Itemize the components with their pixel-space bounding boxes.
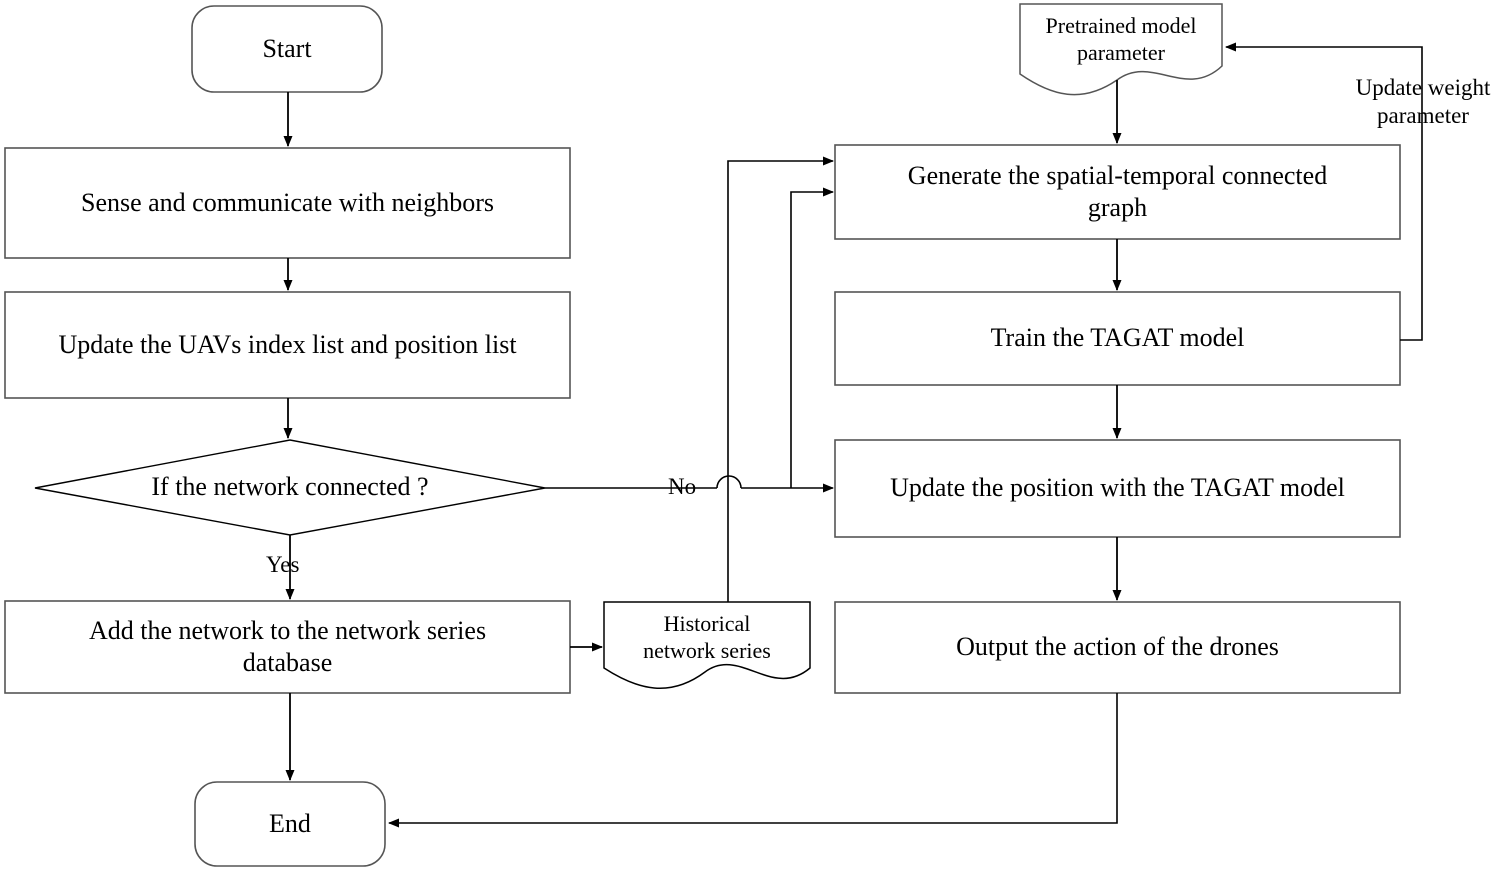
node-pretrained-shape[interactable]	[1019, 3, 1223, 96]
node-start-shape[interactable]	[191, 5, 383, 93]
edge-no-branch-to-generate	[790, 187, 834, 488]
node-add-network-shape[interactable]	[4, 600, 571, 694]
edge-line-hop-arc	[716, 475, 742, 489]
node-historical-shape[interactable]	[603, 601, 811, 690]
edge-train-to-pretrained	[1225, 42, 1423, 341]
edge-label-update-weight-line1: Update weight	[1355, 75, 1491, 100]
edge-label-update-weight-line2: parameter	[1377, 103, 1469, 129]
edge-historical-to-generate	[727, 156, 834, 602]
node-output-shape[interactable]	[834, 601, 1401, 694]
edge-label-no: No	[668, 474, 697, 499]
edge-label-yes: Yes	[266, 552, 300, 577]
node-decision-shape[interactable]	[34, 439, 546, 536]
node-end-shape[interactable]	[194, 781, 386, 867]
node-update-pos-shape[interactable]	[834, 439, 1401, 538]
node-sense-shape[interactable]	[4, 147, 571, 259]
node-train-shape[interactable]	[834, 291, 1401, 386]
edge-label-update-weight-parameter: Update weight parameter	[1348, 74, 1498, 130]
edge-output-to-end	[388, 693, 1118, 828]
node-generate-shape[interactable]	[834, 144, 1401, 240]
node-update-lists-shape[interactable]	[4, 291, 571, 399]
